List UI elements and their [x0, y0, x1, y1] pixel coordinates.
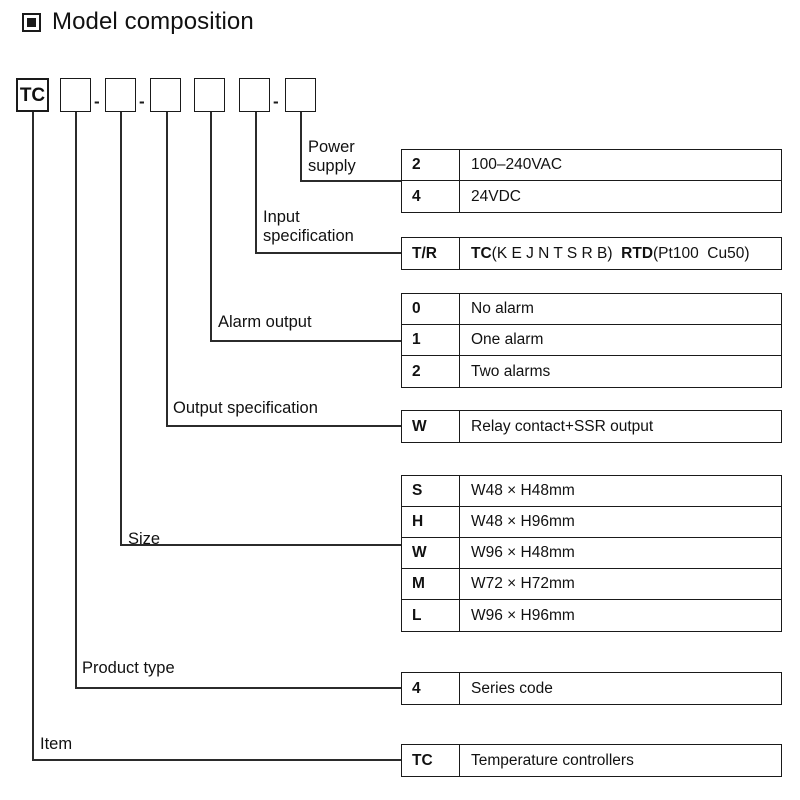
row-code: 4	[402, 673, 460, 704]
connector-product-type-horizontal	[75, 687, 402, 689]
table-row[interactable]: 0 No alarm	[402, 294, 781, 325]
table-row[interactable]: TC Temperature controllers	[402, 745, 781, 776]
row-code: H	[402, 507, 460, 537]
page-title: Model composition	[52, 8, 254, 35]
table-row[interactable]: H W48 × H96mm	[402, 507, 781, 538]
model-separator-1: -	[94, 92, 100, 111]
row-code: 2	[402, 150, 460, 180]
branch-label-alarm-output: Alarm output	[218, 313, 312, 331]
table-row[interactable]: M W72 × H72mm	[402, 569, 781, 600]
branch-label-power-supply: Power supply	[308, 138, 356, 175]
row-code: L	[402, 600, 460, 631]
row-description: Series code	[471, 679, 553, 697]
row-code: M	[402, 569, 460, 599]
row-code: 2	[402, 356, 460, 387]
row-code: 4	[402, 181, 460, 212]
connector-item-vertical	[32, 112, 34, 760]
table-row[interactable]: W Relay contact+SSR output	[402, 411, 781, 442]
row-code: W	[402, 411, 460, 442]
model-separator-2: -	[139, 92, 145, 111]
model-segment-power-supply[interactable]	[285, 78, 316, 112]
alarm-output-table: 0 No alarm 1 One alarm 2 Two alarms	[401, 293, 782, 388]
model-separator-3: -	[273, 92, 279, 111]
filled-square-bullet-icon	[22, 12, 41, 32]
model-segment-input-specification[interactable]	[239, 78, 270, 112]
row-description: TC(K E J N T S R B) RTD(Pt100 Cu50)	[471, 244, 750, 262]
branch-label-size: Size	[128, 530, 161, 548]
row-description: One alarm	[471, 331, 544, 348]
row-description: 100–240VAC	[471, 156, 563, 173]
table-row[interactable]: 2 Two alarms	[402, 356, 781, 387]
row-code: W	[402, 538, 460, 568]
row-description: 24VDC	[471, 187, 521, 205]
table-row[interactable]: 4 Series code	[402, 673, 781, 704]
connector-input-specification-vertical	[255, 112, 257, 254]
table-row[interactable]: T/R TC(K E J N T S R B) RTD(Pt100 Cu50)	[402, 238, 781, 269]
page-header: Model composition	[22, 8, 254, 36]
table-row[interactable]: 4 24VDC	[402, 181, 781, 212]
connector-size-horizontal	[120, 544, 402, 546]
model-segment-product-type[interactable]	[60, 78, 91, 112]
row-code: TC	[402, 745, 460, 776]
row-description: Relay contact+SSR output	[471, 417, 654, 435]
connector-product-type-vertical	[75, 112, 77, 688]
table-row[interactable]: 2 100–240VAC	[402, 150, 781, 181]
row-description: W96 × H48mm	[471, 544, 575, 561]
branch-label-product-type: Product type	[82, 659, 175, 677]
table-row[interactable]: L W96 × H96mm	[402, 600, 781, 631]
connector-item-horizontal	[32, 759, 402, 761]
connector-output-specification-horizontal	[166, 425, 402, 427]
row-description: No alarm	[471, 300, 534, 317]
row-description: W48 × H48mm	[471, 482, 575, 499]
output-specification-table: W Relay contact+SSR output	[401, 410, 782, 443]
table-row[interactable]: S W48 × H48mm	[402, 476, 781, 507]
row-code: 0	[402, 294, 460, 324]
connector-alarm-output-horizontal	[210, 340, 402, 342]
model-segment-output-specification[interactable]	[150, 78, 181, 112]
item-table: TC Temperature controllers	[401, 744, 782, 777]
power-supply-table: 2 100–240VAC 4 24VDC	[401, 149, 782, 213]
product-type-table: 4 Series code	[401, 672, 782, 705]
connector-power-supply-vertical	[300, 112, 302, 182]
row-code: T/R	[402, 238, 460, 269]
connector-output-specification-vertical	[166, 112, 168, 427]
row-description: Two alarms	[471, 362, 551, 380]
model-segment-alarm-output[interactable]	[194, 78, 225, 112]
row-description: W96 × H96mm	[471, 606, 575, 624]
branch-label-input-specification: Input specification	[263, 208, 354, 245]
table-row[interactable]: 1 One alarm	[402, 325, 781, 356]
branch-label-item: Item	[40, 735, 73, 753]
model-segment-item[interactable]: TC	[16, 78, 49, 112]
row-code: S	[402, 476, 460, 506]
row-description: W72 × H72mm	[471, 575, 575, 592]
branch-label-output-specification: Output specification	[173, 399, 318, 417]
connector-size-vertical	[120, 112, 122, 546]
connector-power-supply-horizontal	[300, 180, 402, 182]
size-table: S W48 × H48mm H W48 × H96mm W W96 × H48m…	[401, 475, 782, 632]
row-description: Temperature controllers	[471, 751, 634, 769]
table-row[interactable]: W W96 × H48mm	[402, 538, 781, 569]
connector-alarm-output-vertical	[210, 112, 212, 342]
input-specification-table: T/R TC(K E J N T S R B) RTD(Pt100 Cu50)	[401, 237, 782, 270]
row-description: W48 × H96mm	[471, 513, 575, 530]
row-code: 1	[402, 325, 460, 355]
model-segment-size[interactable]	[105, 78, 136, 112]
connector-input-specification-horizontal	[255, 252, 402, 254]
